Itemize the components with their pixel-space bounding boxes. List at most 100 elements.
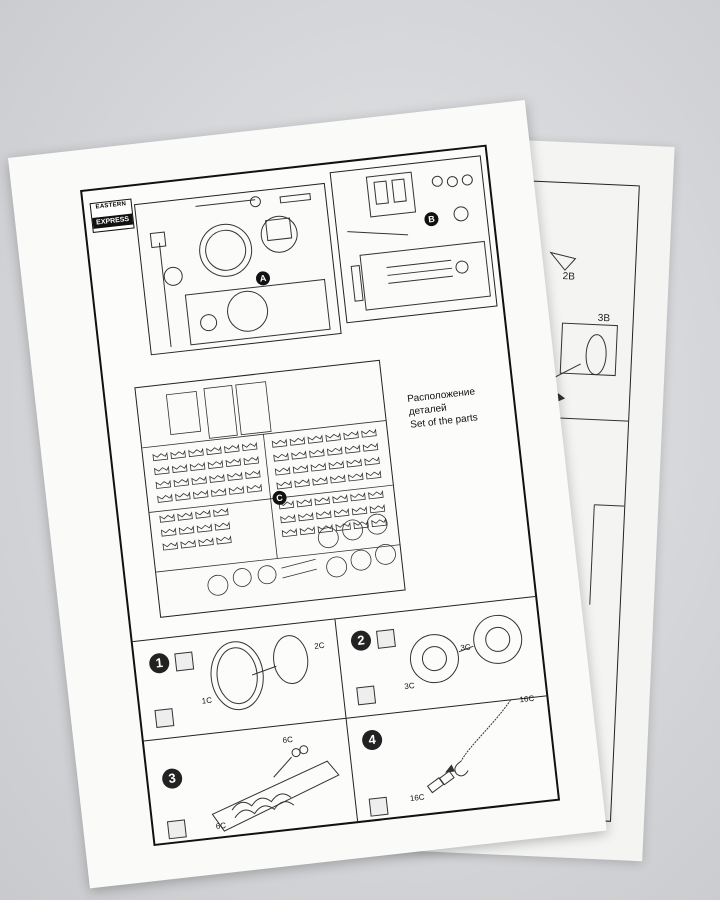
steps-row-bottom: 3 6C 6C 4 xyxy=(143,694,558,845)
track-link xyxy=(155,479,172,489)
track-link xyxy=(281,527,298,538)
part-label: 3C xyxy=(403,680,416,692)
track-link xyxy=(271,438,288,448)
track-link xyxy=(154,465,170,476)
track-link xyxy=(171,463,188,473)
sprue-a-drawing xyxy=(149,193,331,348)
track-link xyxy=(365,470,382,480)
logo-top-text: EASTERN xyxy=(95,201,127,211)
track-link xyxy=(371,517,387,528)
track-link xyxy=(162,541,179,551)
track-link xyxy=(369,503,386,514)
track-link xyxy=(177,511,193,521)
track-link xyxy=(296,498,313,508)
track-link xyxy=(299,525,316,536)
step-4-drawing xyxy=(426,696,515,794)
back-ref-label: 2B xyxy=(562,271,576,283)
front-instruction-sheet: 35131 EASTERN EXPRESS xyxy=(8,100,607,889)
step-2-drawing xyxy=(409,614,523,684)
track-link xyxy=(173,477,190,487)
track-link xyxy=(210,487,227,497)
track-link xyxy=(245,469,261,479)
track-link xyxy=(362,442,379,452)
track-link xyxy=(209,473,225,483)
sprue-b: B xyxy=(329,155,498,324)
track-link xyxy=(326,446,343,456)
track-link xyxy=(343,430,359,440)
track-link xyxy=(335,521,351,532)
track-link xyxy=(276,480,292,490)
track-link xyxy=(216,535,232,545)
track-link xyxy=(289,436,306,446)
track-link xyxy=(368,489,384,500)
track-link xyxy=(278,500,295,510)
track-link xyxy=(307,434,324,444)
track-link xyxy=(273,452,289,462)
sprue-c-drawing xyxy=(142,381,400,596)
track-link xyxy=(224,443,240,454)
track-link xyxy=(315,509,332,520)
track-link xyxy=(160,527,177,537)
track-link xyxy=(198,537,214,547)
instruction-frame: 35131 EASTERN EXPRESS xyxy=(80,144,561,847)
track-link xyxy=(317,523,334,534)
part-label: 3C xyxy=(459,642,472,653)
track-link xyxy=(314,495,330,506)
track-link xyxy=(344,444,361,454)
track-link xyxy=(312,476,328,486)
sprue-a: A xyxy=(133,182,342,356)
part-label: 6C xyxy=(282,734,294,745)
track-link xyxy=(188,447,204,458)
track-link xyxy=(207,459,224,469)
track-link xyxy=(213,507,229,517)
track-link xyxy=(246,483,263,493)
track-link xyxy=(350,491,366,502)
track-link xyxy=(298,511,314,522)
track-link xyxy=(195,509,211,519)
track-link xyxy=(346,458,362,468)
track-link xyxy=(294,478,310,488)
track-link xyxy=(214,521,231,531)
track-link xyxy=(191,475,207,485)
parts-title: Расположение деталей Set of the parts xyxy=(407,381,516,431)
track-link xyxy=(328,460,345,470)
track-link xyxy=(189,461,206,471)
track-link xyxy=(157,493,173,503)
track-link xyxy=(228,485,245,495)
step-2-panel: 2 3C 3C xyxy=(334,597,546,719)
sprue-c: C xyxy=(134,359,406,618)
step-3-panel: 3 6C 6C xyxy=(143,718,359,845)
track-link xyxy=(364,456,380,466)
track-link-rows xyxy=(152,428,387,551)
step-3-drawing xyxy=(211,745,340,832)
track-link xyxy=(333,507,350,518)
track-link xyxy=(280,513,296,524)
track-link xyxy=(227,471,243,481)
step-4-panel: 4 16C 16C xyxy=(346,694,558,822)
logo-bottom-text: EXPRESS xyxy=(92,213,134,229)
back-ref-label: 3B xyxy=(597,312,611,325)
track-link xyxy=(196,523,213,533)
track-link xyxy=(309,448,325,458)
track-link xyxy=(206,445,222,456)
track-link xyxy=(175,491,191,501)
step-1-panel: 1 1C 2C xyxy=(132,619,347,742)
track-link xyxy=(332,493,348,504)
track-link xyxy=(361,428,377,438)
track-link xyxy=(291,450,307,460)
track-link xyxy=(351,505,368,516)
part-label: 16C xyxy=(409,792,426,804)
track-link xyxy=(274,466,291,476)
sprue-b-drawing xyxy=(347,171,491,311)
track-link xyxy=(180,539,196,549)
track-link xyxy=(170,449,186,460)
track-link xyxy=(225,457,242,467)
track-link xyxy=(152,451,168,462)
steps-row-top: 1 1C 2C 2 xyxy=(132,595,547,742)
track-link xyxy=(192,489,209,499)
part-label: 1C xyxy=(201,695,213,706)
track-link xyxy=(159,513,175,523)
track-link xyxy=(243,455,259,465)
part-label: 6C xyxy=(215,820,227,831)
step-1-drawing xyxy=(210,635,309,711)
